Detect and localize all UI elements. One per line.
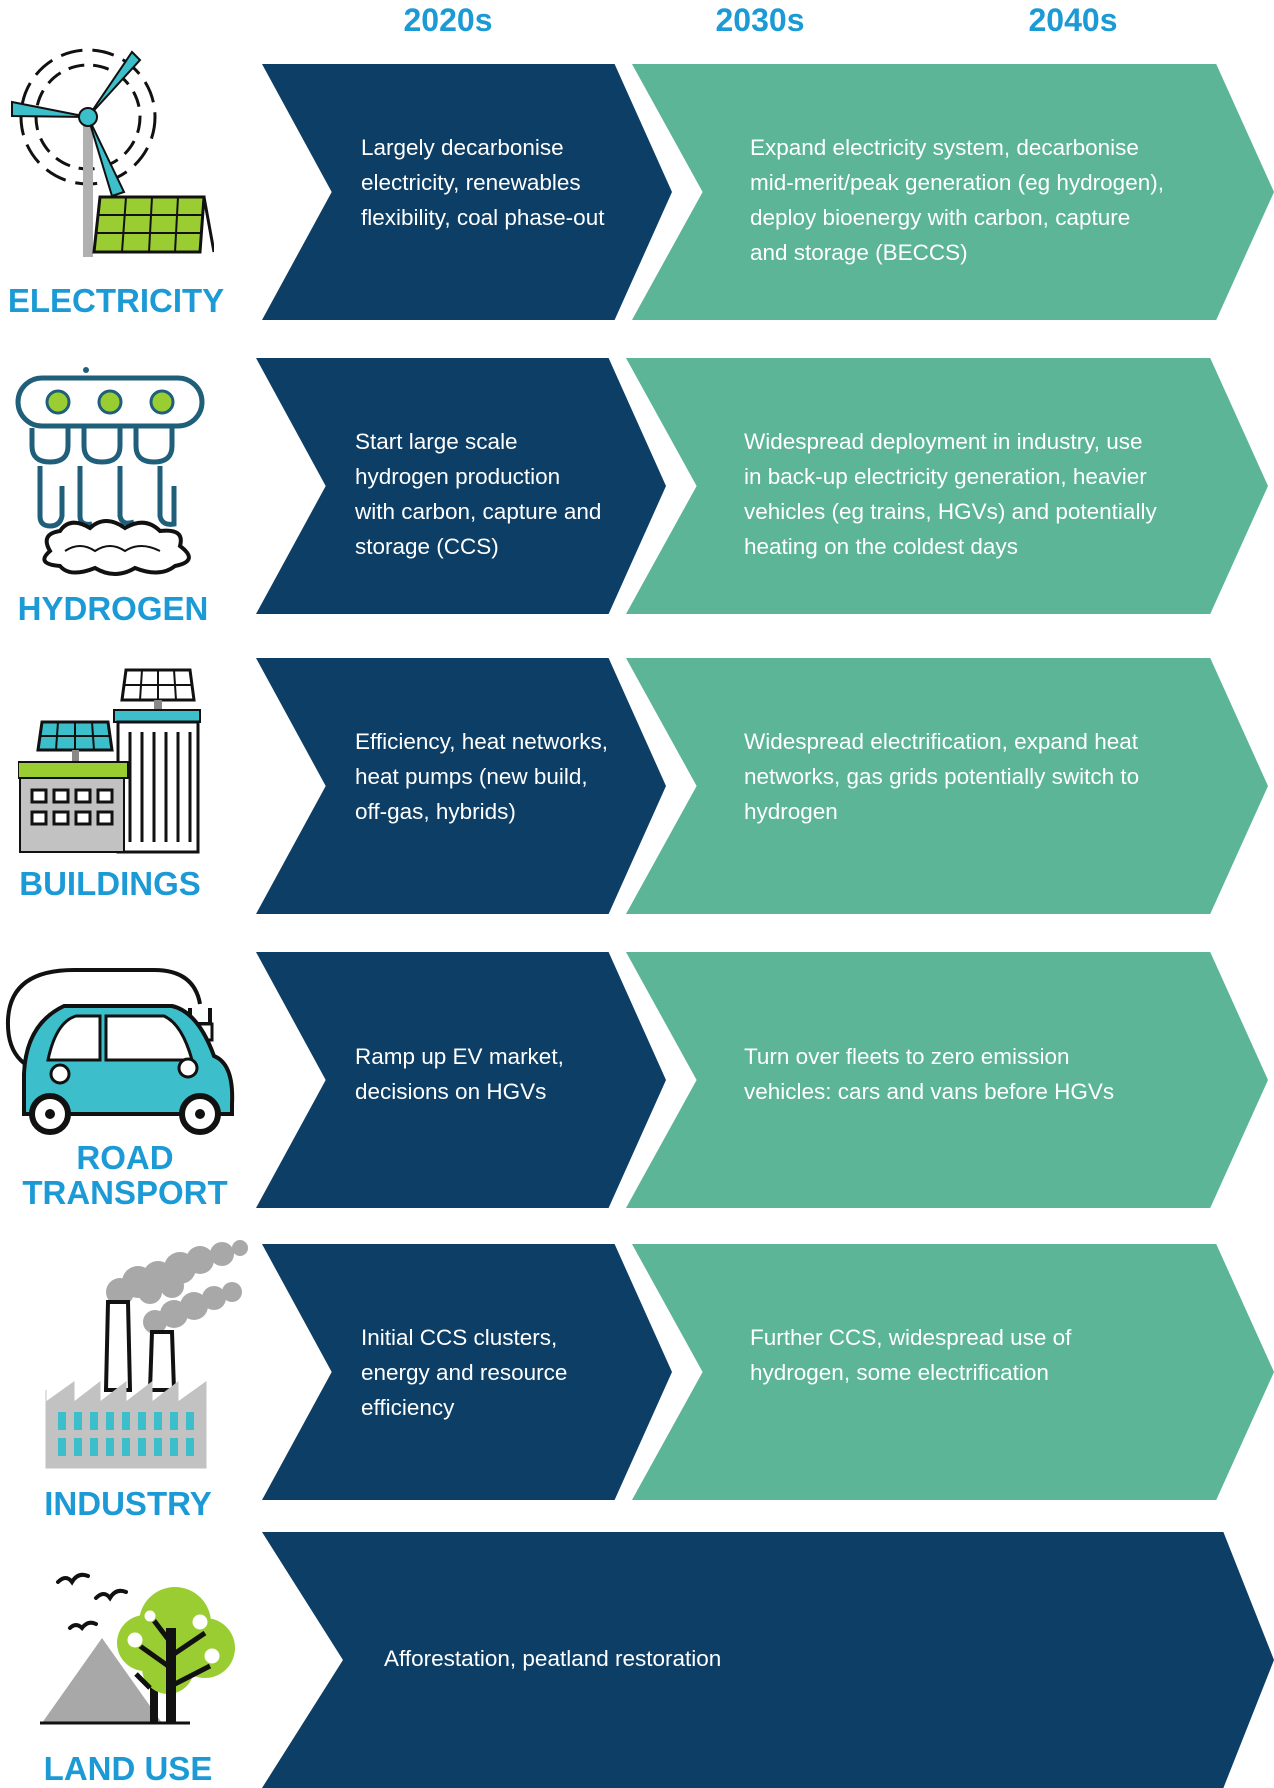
text-2030s-2040s-electricity: Expand electricity system, decarbonise m… xyxy=(750,135,1164,265)
decade-header-2020s: 2020s xyxy=(403,2,493,38)
sector-label-buildings: BUILDINGS xyxy=(19,865,201,902)
electric-car-icon xyxy=(5,968,235,1135)
arrow-2030s-2040s-hydrogen xyxy=(626,358,1268,614)
text-2020s-industry: Initial CCS clusters, energy and resourc… xyxy=(361,1325,568,1420)
text-land-use: Afforestation, peatland restoration xyxy=(384,1646,722,1671)
sector-label-hydrogen: HYDROGEN xyxy=(17,590,209,627)
arrow-land-use xyxy=(262,1532,1274,1788)
text-2020s-hydrogen: Start large scale hydrogen production wi… xyxy=(355,429,602,559)
tree-mountain-birds-icon xyxy=(40,1572,235,1725)
hydrogen-plant-icon xyxy=(15,367,205,576)
buildings-solar-icon xyxy=(18,668,201,854)
arrow-2030s-2040s-industry xyxy=(632,1244,1274,1500)
sector-label-road-transport: ROAD TRANSPORT xyxy=(22,1139,228,1211)
wind-turbine-solar-panel-icon xyxy=(11,48,214,257)
text-2030s-2040s-industry: Further CCS, widespread use of hydrogen,… xyxy=(750,1325,1072,1385)
arrow-2030s-2040s-electricity xyxy=(632,64,1274,320)
arrow-2030s-2040s-buildings xyxy=(626,658,1268,914)
decade-header-2030s: 2030s xyxy=(715,2,805,38)
text-2020s-buildings: Efficiency, heat networks, heat pumps (n… xyxy=(355,729,609,824)
factory-icon xyxy=(45,1240,248,1469)
arrow-2030s-2040s-road-transport xyxy=(626,952,1268,1208)
sector-label-industry: INDUSTRY xyxy=(44,1485,212,1522)
sector-label-land-use: LAND USE xyxy=(43,1750,213,1787)
decade-header-2040s: 2040s xyxy=(1028,2,1118,38)
text-2030s-2040s-hydrogen: Widespread deployment in industry, use i… xyxy=(744,429,1157,559)
text-2020s-electricity: Largely decarbonise electricity, renewab… xyxy=(361,135,605,230)
text-2030s-2040s-buildings: Widespread electrification, expand heat … xyxy=(744,729,1140,824)
text-2020s-road-transport: Ramp up EV market, decisions on HGVs xyxy=(355,1044,564,1104)
sector-label-electricity: ELECTRICITY xyxy=(7,282,225,319)
text-2030s-2040s-road-transport: Turn over fleets to zero emission vehicl… xyxy=(744,1044,1115,1104)
